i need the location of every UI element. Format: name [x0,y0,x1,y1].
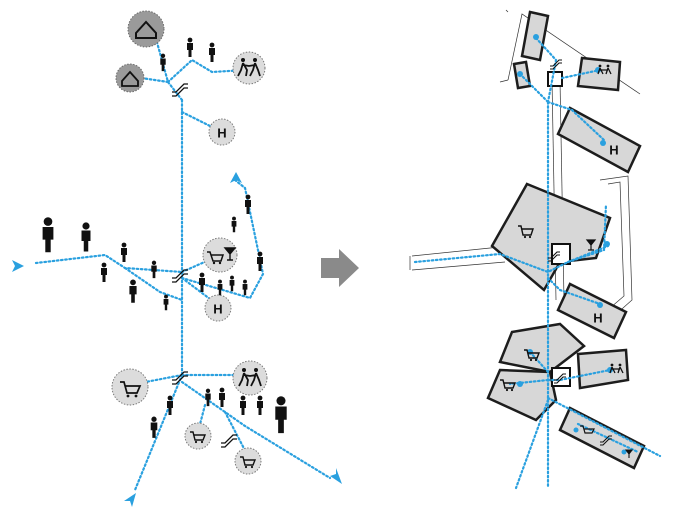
right-arrow-icon [321,249,359,287]
escalator-icon [172,269,188,283]
escalator-icon [221,434,237,448]
node-shop-small-a [184,422,212,450]
person-icon [257,395,263,415]
person-icon [275,396,287,434]
person-icon [150,416,158,438]
person-icon [229,275,235,292]
hospital-icon: H [609,143,618,158]
node-dot [604,241,610,247]
dancing-people-icon [238,368,262,387]
node-dot [517,381,523,387]
building-big-center [490,182,612,292]
node-hospital-top: H [208,118,236,146]
node-shop-bar [202,237,238,273]
shopping-cart-icon [518,225,534,239]
building-top-right [576,56,622,92]
dancing-people-icon [609,363,624,374]
node-home-top [127,10,165,48]
person-icon [129,279,137,303]
cocktail-glass-icon [223,247,237,261]
stair-core-mid [551,243,571,265]
shopping-cart-icon [500,379,517,392]
building-lower-left [498,322,586,374]
person-icon [81,222,91,252]
hospital-icon: H [217,126,226,141]
node-dot [573,427,579,433]
entry-arrow-icon [12,260,24,272]
home-icon [135,20,157,39]
node-dot [600,140,606,146]
node-dot [517,71,523,77]
node-dot [533,34,539,40]
shopping-cart-icon [240,456,257,469]
entry-arrow-icon [124,493,136,507]
person-icon [257,251,263,271]
node-dance-lower [232,360,268,396]
building-hospital-top [556,106,642,174]
plan-nodes [517,34,627,455]
shopping-cart-icon [190,431,207,444]
stair-core-top [547,71,563,87]
escalator-icon [172,371,188,385]
hospital-icon: H [593,311,602,326]
person-icon [242,279,248,296]
person-icon [160,53,166,72]
hospital-icon: H [213,302,222,317]
shopping-cart-icon [524,349,541,362]
circulation-paths-left [34,26,332,492]
transform-arrow [321,249,359,287]
architectural-plan: H H [409,9,662,490]
cocktail-glass-icon [585,239,597,251]
home-icon [121,70,139,87]
person-icon [231,216,237,233]
person-icon [42,217,54,253]
shopping-cart-icon [120,381,142,398]
shopping-cart-icon [580,425,595,434]
person-icon [209,42,215,62]
node-shop-lower [111,368,149,406]
escalator-icon [172,83,188,97]
person-icon [205,388,211,407]
entry-arrow-icon [230,172,242,183]
buildings [486,10,646,470]
escalator-icon [548,251,560,262]
escalator-icon [550,59,562,70]
node-dot [597,302,603,308]
person-icon [245,194,251,214]
person-icon [219,387,225,407]
escalator-icon [554,373,566,384]
node-dot [621,449,627,455]
person-icon [167,395,173,415]
node-dance-top [232,51,266,85]
escalator-icon [600,435,612,446]
person-icon [163,294,169,311]
person-icon [217,279,223,296]
building-hospital-mid [556,282,628,340]
node-shop-small-b [234,447,262,475]
person-icon [151,260,157,279]
abstract-network-diagram: H H [12,10,342,507]
node-home-small [115,63,145,93]
building-bottom [558,406,646,470]
people-group [42,37,287,438]
cocktail-glass-icon [624,449,634,458]
building-lower-mid [486,368,558,422]
person-icon [187,37,193,57]
person-icon [240,395,246,415]
dancing-people-icon [597,64,612,75]
entry-arrow-icon [330,468,342,484]
person-icon [101,262,107,282]
node-hospital-mid: H [204,294,232,322]
shopping-cart-icon [207,251,225,265]
person-icon [199,272,205,292]
person-icon [121,242,127,262]
dancing-people-icon [237,58,261,77]
